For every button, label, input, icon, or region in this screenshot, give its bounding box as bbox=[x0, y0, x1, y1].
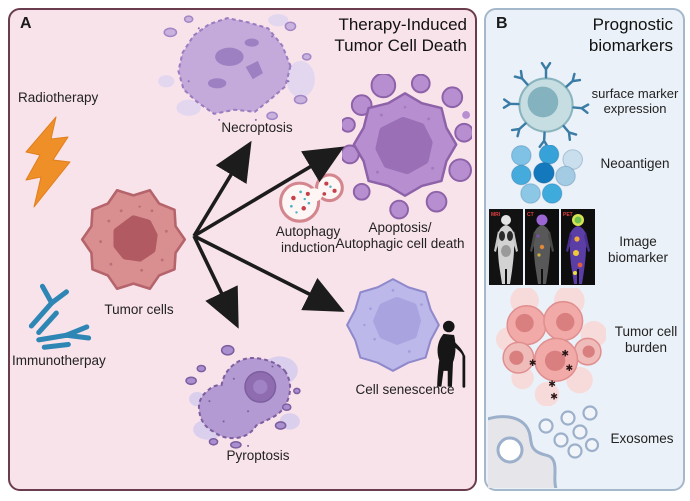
svg-text:✱: ✱ bbox=[548, 379, 556, 390]
tumor-cell-burden-icon: ✱✱✱ ✱✱ bbox=[496, 288, 606, 406]
svg-text:✱: ✱ bbox=[529, 358, 537, 369]
svg-text:✱: ✱ bbox=[550, 391, 558, 402]
pyroptosis-label: Pyroptosis bbox=[226, 448, 290, 463]
surface-marker-cell-icon bbox=[502, 61, 590, 148]
exosomes-icon bbox=[488, 405, 600, 488]
pyroptosis-cell-illustration bbox=[185, 344, 301, 449]
tumor-cells-label: Tumor cells bbox=[104, 302, 174, 317]
apoptosis-cell-illustration bbox=[342, 74, 472, 220]
panel-b-prognostic-biomarkers: B Prognostic biomarkers surface marker e… bbox=[484, 8, 685, 491]
tumor-cell-illustration bbox=[80, 188, 187, 291]
panel-b-label: B bbox=[496, 15, 508, 32]
panel-b-title: Prognostic biomarkers bbox=[588, 15, 673, 56]
immunotherapy-label: Immunotherpay bbox=[12, 353, 106, 368]
antibody-icon bbox=[28, 283, 92, 350]
neoantigen-label: Neoantigen bbox=[600, 156, 670, 171]
radiotherapy-label: Radiotherapy bbox=[18, 90, 99, 105]
medical-scan-images: MRI CT bbox=[489, 209, 595, 285]
lightning-bolt-icon bbox=[25, 116, 71, 208]
necroptosis-cell-illustration bbox=[158, 14, 315, 121]
panel-a-title: Therapy-Induced Tumor Cell Death bbox=[334, 15, 467, 56]
pet-scan-label: PET bbox=[563, 212, 573, 218]
apoptosis-label: Apoptosis/ Autophagic cell death bbox=[335, 220, 465, 251]
senescence-label: Cell senescence bbox=[355, 382, 455, 397]
surface-marker-label: surface marker expression bbox=[591, 86, 679, 117]
panel-a-label: A bbox=[20, 15, 32, 32]
svg-text:✱: ✱ bbox=[561, 349, 569, 360]
autophagy-vesicle-icon bbox=[279, 173, 344, 223]
senescent-cell-illustration bbox=[346, 278, 440, 372]
tumor-cell-burden-label: Tumor cell burden bbox=[614, 324, 678, 355]
svg-text:✱: ✱ bbox=[566, 363, 574, 374]
image-biomarker-label: Image biomarker bbox=[607, 234, 669, 265]
mri-scan-label: MRI bbox=[491, 212, 501, 218]
pet-scan: PET bbox=[561, 209, 595, 285]
neoantigen-icon bbox=[511, 145, 583, 204]
elderly-person-icon bbox=[437, 320, 466, 388]
necroptosis-label: Necroptosis bbox=[221, 120, 293, 135]
mri-scan: MRI bbox=[489, 209, 523, 285]
ct-scan-label: CT bbox=[527, 212, 534, 218]
exosomes-label: Exosomes bbox=[610, 431, 674, 446]
panel-a-therapy-induced-death: A Therapy-Induced Tumor Cell Death Radio… bbox=[8, 8, 477, 491]
ct-scan: CT bbox=[525, 209, 559, 285]
